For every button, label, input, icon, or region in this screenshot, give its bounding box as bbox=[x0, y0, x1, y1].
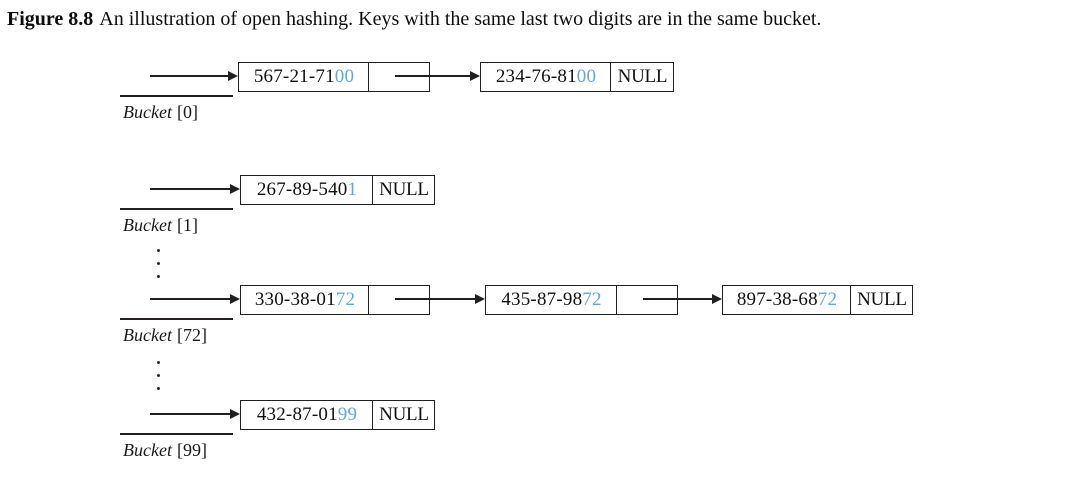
link-arrow bbox=[395, 294, 485, 304]
bucket-index: [0] bbox=[176, 102, 198, 122]
key-suffix: 1 bbox=[347, 179, 358, 200]
bucket-name: Bucket bbox=[123, 440, 172, 460]
ellipsis-dot bbox=[157, 275, 160, 278]
key-prefix: 234-76-81 bbox=[495, 66, 577, 87]
bucket-index: [72] bbox=[176, 325, 207, 345]
node-null-cell: NULL bbox=[372, 400, 436, 430]
node-pointer-cell bbox=[368, 62, 431, 92]
key-prefix: 267-89-540 bbox=[256, 179, 348, 200]
node-null-cell: NULL bbox=[372, 175, 436, 205]
key-suffix: 00 bbox=[334, 66, 355, 87]
key-prefix: 432-87-01 bbox=[256, 404, 338, 425]
link-arrow bbox=[643, 294, 722, 304]
key-suffix: 00 bbox=[576, 66, 597, 87]
bucket-72-pointer-arrow bbox=[150, 294, 240, 304]
key-prefix: 435-87-98 bbox=[501, 289, 583, 310]
key-suffix: 99 bbox=[337, 404, 358, 425]
bucket-name: Bucket bbox=[123, 215, 172, 235]
bucket-72-slot-line bbox=[120, 318, 233, 320]
figure-caption-label: Figure 8.8 bbox=[7, 8, 94, 30]
key-suffix: 72 bbox=[817, 289, 838, 310]
ellipsis-dot bbox=[157, 249, 160, 252]
bucket-99-pointer-arrow bbox=[150, 409, 240, 419]
ellipsis-dot bbox=[157, 262, 160, 265]
bucket-1-pointer-arrow bbox=[150, 184, 240, 194]
bucket-name: Bucket bbox=[123, 102, 172, 122]
bucket-72-label: Bucket[72] bbox=[123, 325, 207, 346]
bucket-index: [99] bbox=[176, 440, 207, 460]
link-arrow bbox=[395, 71, 480, 81]
bucket-0-label: Bucket[0] bbox=[123, 102, 198, 123]
key-prefix: 897-38-68 bbox=[736, 289, 818, 310]
figure-caption-text: An illustration of open hashing. Keys wi… bbox=[99, 8, 822, 30]
bucket-index: [1] bbox=[176, 215, 198, 235]
node-null-cell: NULL bbox=[850, 285, 914, 315]
ellipsis-dot bbox=[157, 387, 160, 390]
key-prefix: 330-38-01 bbox=[254, 289, 336, 310]
key-prefix: 567-21-71 bbox=[253, 66, 335, 87]
bucket-0-pointer-arrow bbox=[150, 71, 238, 81]
bucket-1-slot-line bbox=[120, 208, 233, 210]
bucket-name: Bucket bbox=[123, 325, 172, 345]
bucket-99-slot-line bbox=[120, 433, 233, 435]
bucket-99-label: Bucket[99] bbox=[123, 440, 207, 461]
ellipsis-dot bbox=[157, 361, 160, 364]
bucket-0-slot-line bbox=[120, 95, 233, 97]
key-suffix: 72 bbox=[582, 289, 602, 310]
bucket-1-label: Bucket[1] bbox=[123, 215, 198, 236]
node-pointer-cell bbox=[616, 285, 679, 315]
node-null-cell: NULL bbox=[610, 62, 675, 92]
key-suffix: 72 bbox=[335, 289, 356, 310]
ellipsis-dot bbox=[157, 374, 160, 377]
node-pointer-cell bbox=[368, 285, 431, 315]
